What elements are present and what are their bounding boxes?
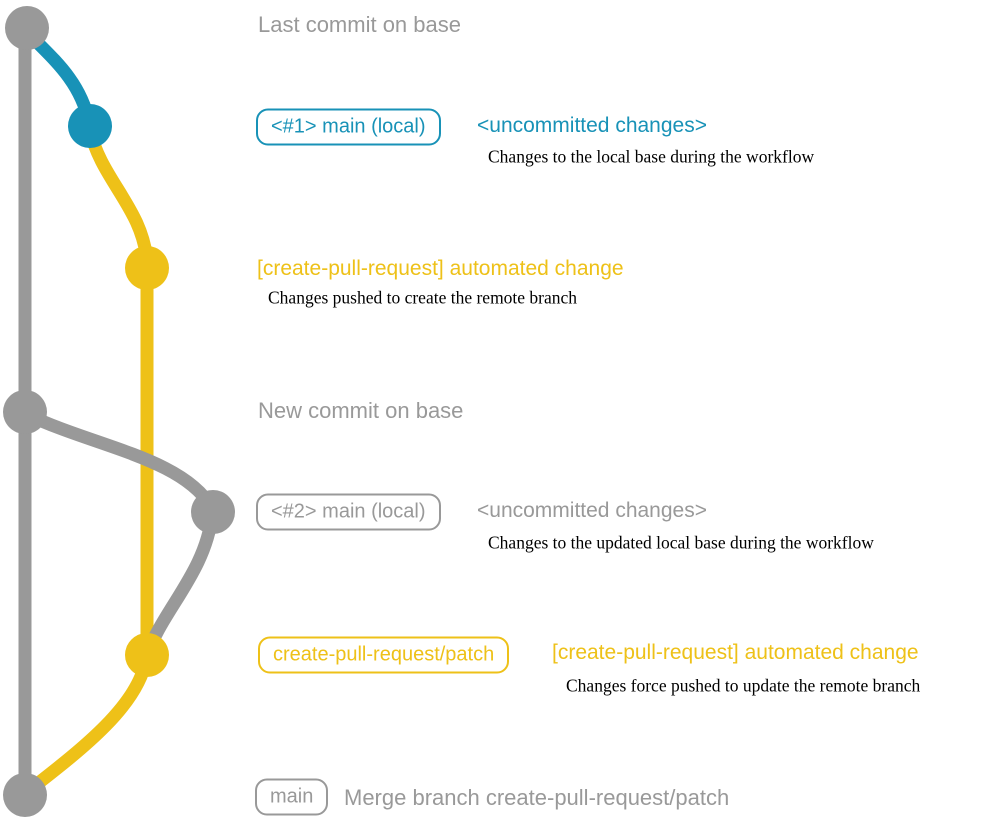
merge-commit-label: Merge branch create-pull-request/patch — [344, 785, 730, 810]
commit-node-automated-2 — [125, 633, 169, 677]
commit-node-merge — [3, 773, 47, 817]
branch-badge-main-local-2: <#2> main (local) — [256, 493, 441, 531]
commit-node-uncommitted-2 — [191, 490, 235, 534]
last-commit-label: Last commit on base — [258, 12, 461, 37]
branch-badge-patch: create-pull-request/patch — [258, 636, 510, 674]
new-commit-label: New commit on base — [258, 398, 464, 423]
patch-branch-merge-edge — [20, 653, 153, 799]
uncommitted-changes-desc-2: Changes to the updated local base during… — [488, 532, 874, 553]
branch-badge-main-local-1: <#1> main (local) — [256, 108, 441, 146]
automated-change-title-1: [create-pull-request] automated change — [257, 257, 624, 280]
patch-branch-create-edge — [83, 123, 154, 655]
base-update-edge — [19, 407, 219, 515]
commit-node-automated-1 — [125, 246, 169, 290]
rebase-edge — [142, 508, 219, 657]
uncommitted-changes-title-2: <uncommitted changes> — [477, 499, 707, 522]
commit-node-uncommitted-1 — [68, 104, 112, 148]
uncommitted-changes-desc-1: Changes to the local base during the wor… — [488, 146, 815, 167]
automated-change-title-2: [create-pull-request] automated change — [552, 641, 919, 664]
automated-change-desc-1: Changes pushed to create the remote bran… — [268, 287, 578, 308]
commit-node-new-base — [3, 390, 47, 434]
uncommitted-changes-title-1: <uncommitted changes> — [477, 114, 707, 137]
commit-node-last-base — [5, 6, 49, 50]
branch-badge-main: main — [255, 778, 329, 816]
automated-change-desc-2: Changes force pushed to update the remot… — [566, 675, 921, 696]
